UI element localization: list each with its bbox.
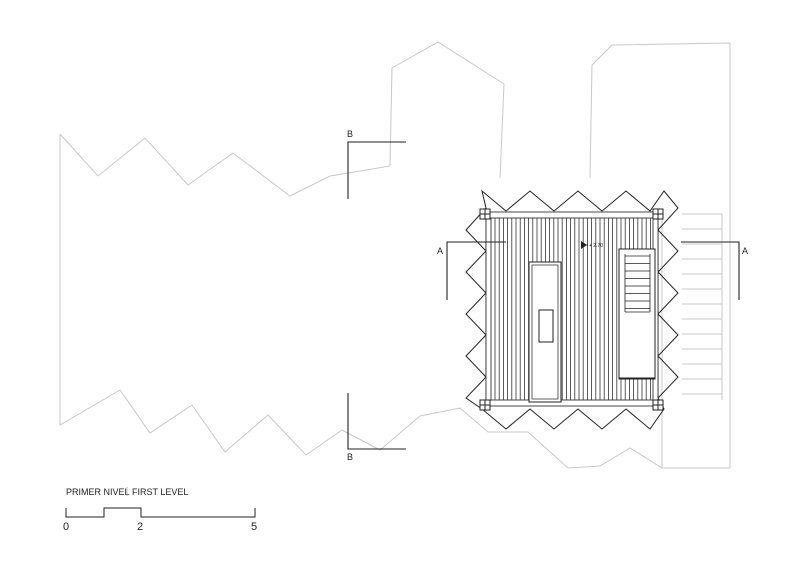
bottom-beam xyxy=(483,399,661,407)
level-name-english: FIRST LEVEL xyxy=(132,487,188,497)
section-a-right: A xyxy=(681,241,748,300)
section-b-bottom: B xyxy=(347,393,406,462)
central-void xyxy=(528,261,562,403)
exterior-steps xyxy=(682,213,723,400)
section-b-bottom-label: B xyxy=(347,452,353,462)
section-a-left-label: A xyxy=(437,246,443,256)
level-name-spanish: PRIMER NIVEL xyxy=(66,487,130,497)
staircase xyxy=(618,248,656,380)
level-caption: PRIMER NIVEL FIRST LEVEL xyxy=(66,487,188,497)
building-perimeter xyxy=(465,189,679,430)
section-a-left: A xyxy=(437,241,506,300)
scale-label-5: 5 xyxy=(251,521,257,533)
section-a-right-label: A xyxy=(742,246,748,256)
corner-columns xyxy=(479,208,664,411)
elevation-marker: + 2.70 xyxy=(581,241,603,249)
scale-label-0: 0 xyxy=(63,521,69,533)
site-context-outline xyxy=(59,41,731,469)
scale-bar: 0 2 5 xyxy=(63,507,257,533)
scale-label-2: 2 xyxy=(137,521,143,533)
top-beam xyxy=(483,211,661,219)
left-beam xyxy=(485,217,492,401)
section-b-top-label: B xyxy=(347,129,353,139)
section-b-top: B xyxy=(347,129,406,199)
elevation-label: + 2.70 xyxy=(589,243,603,249)
